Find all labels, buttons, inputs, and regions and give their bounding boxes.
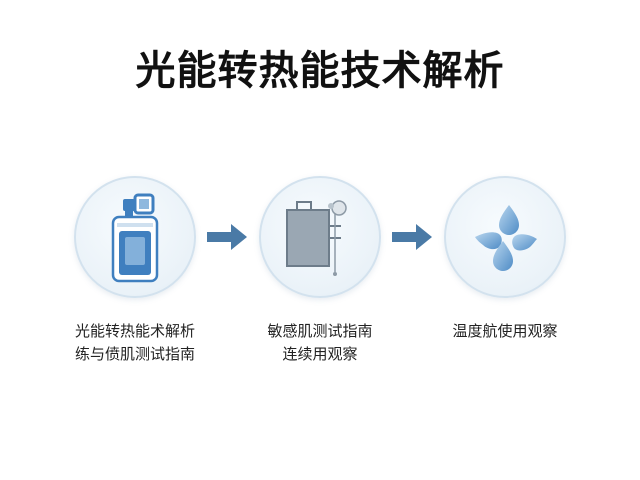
step-3: 温度航使用观察 xyxy=(410,176,600,343)
panel-stand-icon xyxy=(286,200,347,276)
page-title: 光能转热能技术解析 xyxy=(135,48,505,94)
step-2-caption-line-2: 连续用观察 xyxy=(282,345,358,363)
step-1-caption-line-1: 光能转热能术解析 xyxy=(74,322,195,340)
step-2-caption: 敏感肌测试指南 连续用观察 xyxy=(225,320,415,366)
step-1-caption: 光能转热能术解析 练与偾肌测试指南 xyxy=(40,320,230,366)
step-2: 敏感肌测试指南 连续用观察 xyxy=(225,176,415,366)
step-3-circle xyxy=(444,176,566,298)
step-2-circle xyxy=(259,176,381,298)
arrow-right-icon xyxy=(207,224,247,250)
step-1: 光能转热能术解析 练与偾肌测试指南 xyxy=(40,176,230,366)
step-1-caption-line-2: 练与偾肌测试指南 xyxy=(74,345,195,363)
step-1-circle xyxy=(74,176,196,298)
arrow-right-icon xyxy=(392,224,432,250)
step-3-caption-line-1: 温度航使用观察 xyxy=(452,322,558,340)
device-bottle-icon xyxy=(111,193,159,283)
water-drops-icon xyxy=(475,205,537,271)
step-3-caption: 温度航使用观察 xyxy=(410,320,600,343)
step-2-caption-line-1: 敏感肌测试指南 xyxy=(267,322,373,340)
